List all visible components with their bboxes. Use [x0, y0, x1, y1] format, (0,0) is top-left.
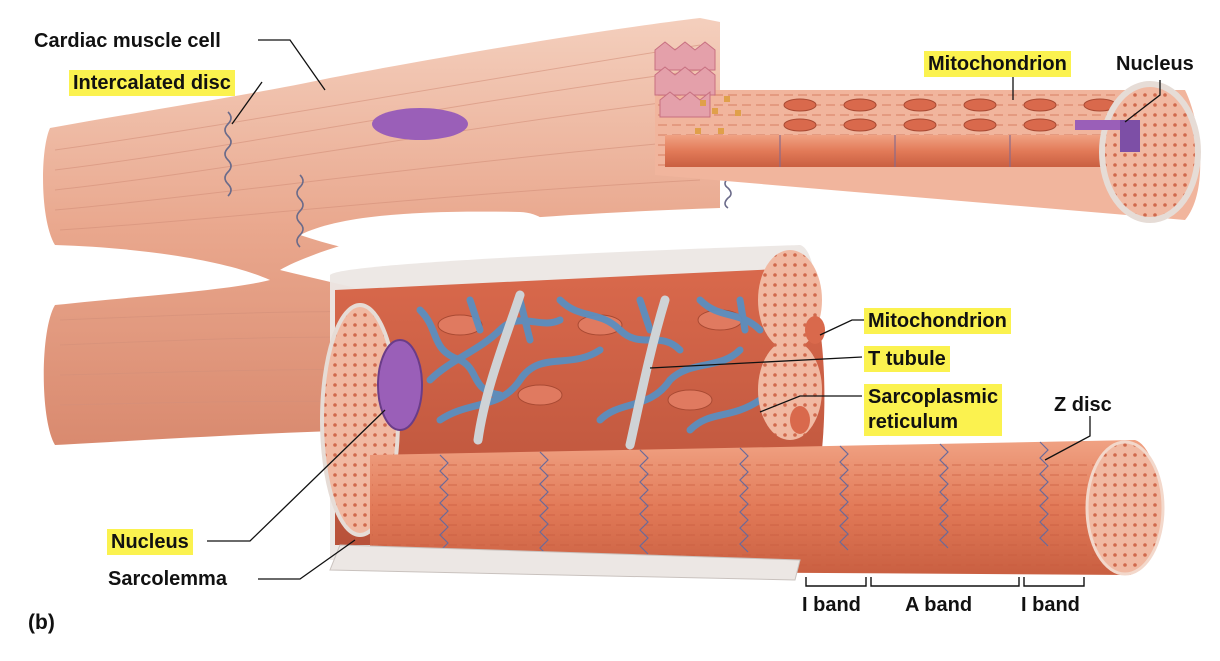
label-i-band-left: I band — [802, 593, 861, 617]
label-nucleus-top: Nucleus — [1116, 52, 1194, 76]
band-brackets — [806, 577, 1084, 586]
label-nucleus-bottom: Nucleus — [107, 529, 193, 555]
label-cardiac-muscle-cell: Cardiac muscle cell — [34, 29, 221, 53]
label-sarcolemma: Sarcolemma — [108, 567, 227, 591]
myofibril-cylinder — [330, 440, 1163, 580]
label-mitochondrion-top: Mitochondrion — [924, 51, 1071, 77]
label-z-disc: Z disc — [1054, 393, 1112, 417]
label-mitochondrion-mid: Mitochondrion — [864, 308, 1011, 334]
label-intercalated-disc: Intercalated disc — [69, 70, 235, 96]
label-a-band: A band — [905, 593, 972, 617]
label-sr-line1: Sarcoplasmic — [868, 385, 998, 410]
label-t-tubule: T tubule — [864, 346, 950, 372]
panel-label: (b) — [28, 611, 55, 635]
label-sarcoplasmic-reticulum: Sarcoplasmic reticulum — [864, 384, 1002, 436]
label-sr-line2: reticulum — [868, 410, 998, 435]
nucleus-shape-top — [372, 108, 468, 140]
label-i-band-right: I band — [1021, 593, 1080, 617]
